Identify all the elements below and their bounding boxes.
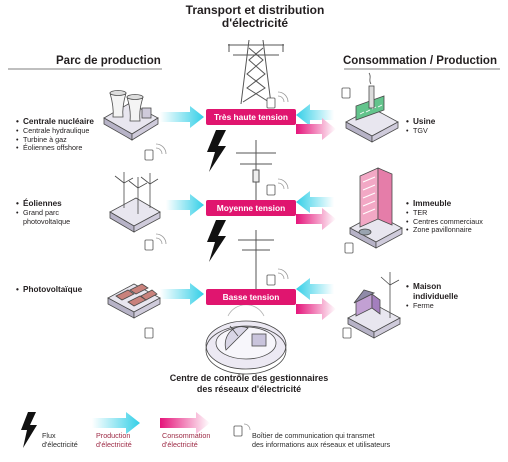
communication-box-icons — [144, 87, 354, 339]
factory-icon — [345, 72, 399, 143]
consumption-group-factory: Usine TGV — [406, 117, 496, 136]
consumption-building-item: Centres commerciaux — [406, 217, 496, 227]
consumption-arrows — [296, 118, 336, 320]
mt-pylon-icon — [236, 140, 276, 200]
production-arrows — [160, 104, 334, 305]
production-nuclear-label: Centrale nucléaire — [16, 117, 108, 127]
production-group-nuclear: Centrale nucléaire Centrale hydraulique … — [16, 117, 108, 153]
consumption-section-title: Consommation / Production — [343, 55, 497, 67]
medium-voltage-label: Moyenne tension — [206, 200, 296, 216]
bt-pole-icon — [238, 230, 274, 290]
consumption-building-item: TER — [406, 208, 496, 218]
legend-consumption-label: Consommation d'électricité — [162, 431, 211, 449]
consumption-factory-label: Usine — [406, 117, 496, 127]
consumption-house-item: Ferme — [406, 301, 476, 311]
house-icon — [347, 272, 401, 339]
production-wind-item: Grand parc photovoltaïque — [16, 208, 102, 226]
consumption-building-item: Zone pavillonnaire — [406, 226, 496, 235]
control-center-caption: Centre de contrôle des gestionnaires des… — [169, 373, 329, 394]
production-section-title: Parc de production — [56, 55, 161, 67]
legend-lightning-icon — [21, 412, 37, 448]
production-nuclear-item: Éoliennes offshore — [16, 144, 108, 153]
photovoltaic-farm-icon — [107, 283, 161, 319]
low-voltage-label: Basse tension — [206, 289, 296, 305]
production-wind-label: Éoliennes — [16, 199, 102, 209]
legend-box-label: Boîtier de communication qui transmet de… — [252, 431, 391, 449]
wind-farm-icon — [109, 172, 161, 233]
tht-pylon-icon — [228, 39, 284, 105]
very-high-voltage-label: Très haute tension — [206, 109, 296, 125]
consumption-group-building: Immeuble TER Centres commerciaux Zone pa… — [406, 199, 496, 235]
apartment-building-icon — [349, 167, 403, 249]
legend-production-arrow — [92, 412, 140, 434]
legend-flux-label: Flux d'électricité — [42, 431, 78, 449]
production-nuclear-item: Turbine à gaz — [16, 135, 108, 145]
wifi-signal-icons — [155, 91, 289, 280]
legend-box-icon — [233, 423, 251, 437]
legend-consumption-arrow — [160, 412, 210, 434]
consumption-group-house: Maison individuelle Ferme — [406, 282, 476, 311]
production-group-wind: Éoliennes Grand parc photovoltaïque — [16, 199, 102, 226]
consumption-factory-item: TGV — [406, 126, 496, 136]
consumption-house-label: Maison individuelle — [406, 282, 476, 302]
nuclear-plant-icon — [103, 90, 159, 141]
legend-production-label: Production d'électricité — [96, 431, 132, 449]
production-nuclear-item: Centrale hydraulique — [16, 126, 108, 136]
consumption-building-label: Immeuble — [406, 199, 496, 209]
lightning-flux-icons — [207, 130, 226, 262]
control-center-icon — [205, 304, 287, 375]
page-title: Transport et distribution d'électricité — [185, 3, 325, 30]
production-solar-label: Photovoltaïque — [16, 285, 106, 295]
production-group-solar: Photovoltaïque — [16, 285, 106, 295]
